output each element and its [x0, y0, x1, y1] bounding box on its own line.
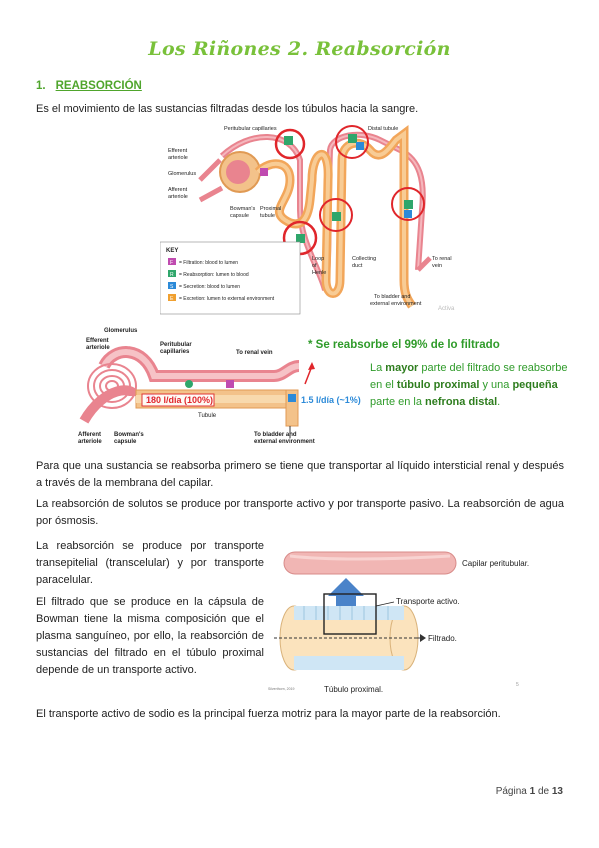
key-item-excretion: = Excretion: lumen to external environme… [179, 296, 275, 302]
label-afferent-1: Afferent [168, 187, 188, 193]
figure-number: 5 [516, 682, 519, 688]
label-bladder-2: external environment [254, 439, 315, 445]
label-renal-1: To renal [432, 256, 452, 262]
nephron-diagram-figure: Peritubular capillaries Distal tubule Ef… [159, 120, 464, 320]
flow-in-label: 180 l/día (100%) [146, 395, 213, 405]
transport-figure: Capilar peritubular. Transporte activo. … [264, 540, 564, 698]
key-item-reabsorption: = Reabsorption: lumen to blood [179, 272, 249, 278]
svg-text:E: E [170, 296, 174, 302]
label-afferent-1: Afferent [78, 432, 101, 438]
reabsorption-note: * Se reabsorbe el 99% de lo filtrado [308, 339, 500, 351]
label-tubule: Tubule [198, 413, 217, 419]
section-heading: 1. REABSORCIÓN [36, 80, 142, 92]
label-loop-2: of [312, 263, 317, 269]
label-efferent-2: arteriole [86, 345, 110, 351]
svg-text:R: R [170, 272, 174, 278]
label-bowman-1: Bowman's [114, 432, 144, 438]
label-bowman-2: capsule [230, 213, 249, 219]
label-transporte: Transporte activo. [396, 597, 460, 606]
section-title: REABSORCIÓN [55, 80, 142, 92]
proximal-note: La mayor parte del filtrado se reabsorbe… [370, 362, 568, 408]
figure-credit: Silverthorn, 2019 [268, 687, 295, 691]
flow-diagram: 180 l/día (100%) Tubule 1.5 l/día (~1%) … [78, 328, 361, 445]
key-title: KEY [166, 248, 178, 254]
label-peritubular-1: Peritubular [160, 342, 192, 348]
nephron-diagram: Peritubular capillaries Distal tubule Ef… [159, 125, 455, 315]
label-tubulo: Túbulo proximal. [324, 685, 383, 694]
label-distal: Distal tubule [368, 126, 398, 132]
svg-text:S: S [170, 284, 174, 290]
label-capilar: Capilar peritubular. [462, 559, 529, 568]
label-loop-3: Henle [312, 270, 326, 276]
label-collecting-1: Collecting [352, 256, 376, 262]
label-peritubular: Peritubular capillaries [224, 126, 277, 132]
highlight-circle [319, 198, 353, 232]
label-proximal-2: tubule [260, 213, 275, 219]
paragraph-2: La reabsorción de solutos se produce por… [36, 498, 564, 527]
label-efferent-1: Efferent [168, 148, 188, 154]
label-efferent-2: arteriole [168, 155, 188, 161]
label-efferent-1: Efferent [86, 338, 109, 344]
paragraph-1: Para que una sustancia se reabsorba prim… [36, 460, 564, 489]
key-legend: KEY F = Filtration: blood to lumen R = R… [159, 241, 301, 315]
label-peritubular-2: capillaries [160, 349, 190, 355]
flow-diagram-figure: 180 l/día (100%) Tubule 1.5 l/día (~1%) … [74, 326, 374, 450]
label-filtrado: Filtrado. [428, 634, 457, 643]
page-footer: Página 1 de 13 [495, 786, 563, 797]
label-afferent-2: arteriole [168, 194, 188, 200]
label-bladder-1: To bladder and [254, 432, 297, 438]
label-bowman-2: capsule [114, 439, 137, 445]
watermark: Activa [438, 306, 455, 312]
page-title: Los Riñones 2. Reabsorción [148, 38, 451, 60]
svg-text:F: F [170, 260, 173, 266]
label-renal-2: vein [432, 263, 442, 269]
glomerulus-shape [226, 160, 250, 184]
highlight-circle [335, 125, 369, 159]
label-bladder-2: external environment [370, 301, 422, 307]
label-afferent-2: arteriole [78, 439, 102, 445]
intro-paragraph: Es el movimiento de las sustancias filtr… [36, 103, 419, 115]
glomerulus-coils [87, 363, 137, 409]
section-number: 1. [36, 80, 46, 92]
paragraph-3: La reabsorción se produce por transporte… [36, 540, 264, 586]
label-loop-1: Loop [312, 256, 324, 262]
highlight-circle [391, 187, 425, 221]
key-item-secretion: = Secretion: blood to lumen [179, 284, 240, 290]
label-glomerulus: Glomerulus [168, 171, 196, 177]
transport-diagram: Capilar peritubular. Transporte activo. … [268, 551, 529, 694]
label-glomerulus: Glomerulus [104, 328, 138, 334]
label-collecting-2: duct [352, 263, 363, 269]
paragraph-4: El filtrado que se produce en la cápsula… [36, 596, 264, 676]
paragraph-5: El transporte activo de sodio es la prin… [36, 708, 501, 720]
key-item-filtration: = Filtration: blood to lumen [179, 260, 238, 266]
page-total: 13 [551, 786, 563, 797]
label-renal-vein: To renal vein [236, 350, 273, 356]
highlight-circle [274, 128, 306, 160]
page-current: 1 [529, 786, 536, 797]
label-bladder-1: To bladder and [374, 294, 410, 300]
label-proximal-1: Proximal [260, 206, 281, 212]
flow-out-label: 1.5 l/día (~1%) [301, 395, 361, 405]
label-bowman-1: Bowman's [230, 206, 255, 212]
